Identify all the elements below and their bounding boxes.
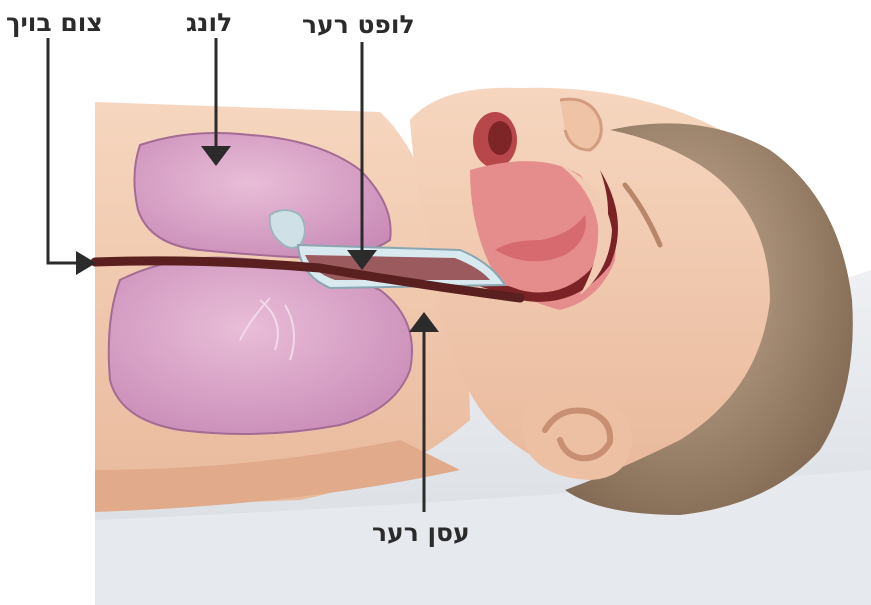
label-trachea: לופט רער (302, 12, 415, 37)
label-stomach-tube: צום בויך (6, 10, 103, 35)
pointer-stomach-tube (48, 38, 96, 275)
mouth-inner (488, 121, 512, 155)
pointer-lung (201, 38, 231, 166)
label-lung: לונג (186, 10, 232, 35)
arrow-pointer-icon (76, 251, 96, 275)
label-esophagus: עסן רער (372, 520, 470, 545)
